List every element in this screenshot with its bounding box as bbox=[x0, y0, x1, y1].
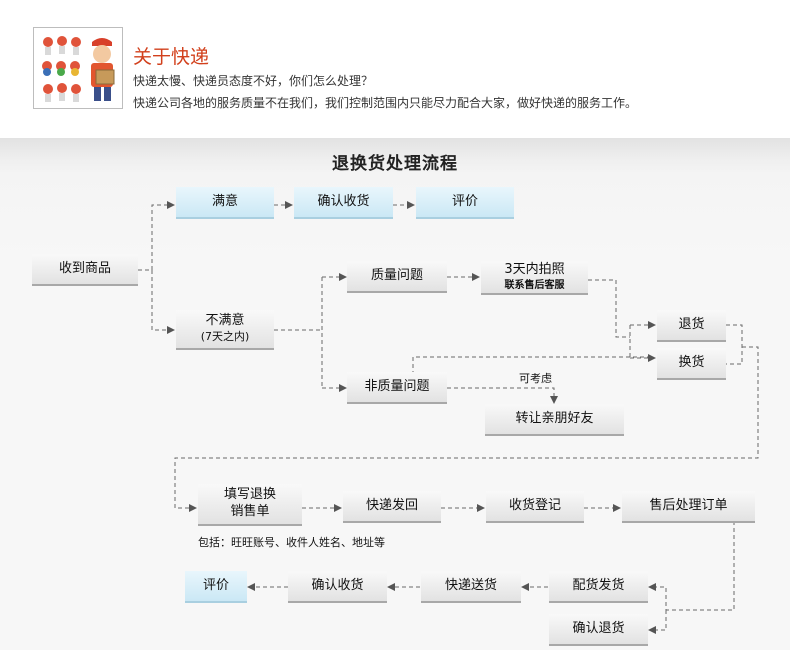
node-review-top: 评价 bbox=[416, 187, 514, 219]
node-confirm-return: 确认退货 bbox=[549, 614, 648, 646]
node-courier-deliver: 快递送货 bbox=[421, 571, 521, 603]
node-quality-issue: 质量问题 bbox=[347, 261, 447, 293]
node-ship-back: 快递发回 bbox=[343, 491, 441, 523]
flow-title: 退换货处理流程 bbox=[332, 154, 458, 174]
node-review-bottom: 评价 bbox=[185, 571, 247, 603]
node-non-quality-issue: 非质量问题 bbox=[347, 372, 447, 404]
form-note: 包括：旺旺账号、收件人姓名、地址等 bbox=[198, 536, 385, 549]
intro-answer: 快递公司各地的服务质量不在我们，我们控制范围内只能尽力配合大家，做好快递的服务工… bbox=[133, 96, 638, 110]
courier-illustration bbox=[33, 27, 123, 109]
node-photo-within-3-days: 3天内拍照 联系售后客服 bbox=[481, 261, 588, 295]
flow-title-bar bbox=[0, 138, 790, 174]
node-return: 退货 bbox=[657, 310, 726, 342]
label-consider: 可考虑 bbox=[519, 372, 552, 385]
intro-title: 关于快递 bbox=[133, 46, 210, 68]
node-confirm-receipt-bottom: 确认收货 bbox=[288, 571, 387, 603]
node-fill-form: 填写退换 销售单 bbox=[198, 484, 302, 526]
node-register-receipt: 收货登记 bbox=[486, 491, 584, 523]
node-transfer-to-friends: 转让亲朋好友 bbox=[485, 404, 624, 436]
node-satisfied: 满意 bbox=[176, 187, 274, 219]
node-unsatisfied: 不满意 (7天之内) bbox=[176, 310, 274, 350]
node-exchange: 换货 bbox=[657, 348, 726, 380]
node-confirm-receipt-top: 确认收货 bbox=[294, 187, 393, 219]
node-received: 收到商品 bbox=[32, 254, 138, 286]
intro-question: 快递太慢、快递员态度不好，你们怎么处理？ bbox=[133, 74, 374, 88]
courier-icon bbox=[42, 36, 115, 102]
node-after-sale-order: 售后处理订单 bbox=[622, 491, 755, 523]
node-pack-and-ship: 配货发货 bbox=[549, 571, 648, 603]
